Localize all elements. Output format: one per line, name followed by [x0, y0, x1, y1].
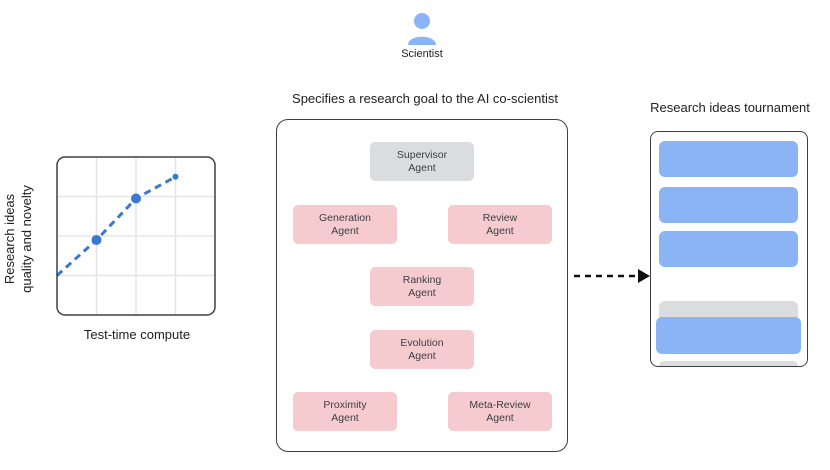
meta-review-agent[interactable]: Meta-Review Agent	[448, 392, 552, 431]
idea-card-moving[interactable]	[656, 317, 801, 354]
proximity-agent[interactable]: Proximity Agent	[293, 392, 397, 431]
co-scientist-system-box: Supervisor Agent Generation Agent Review…	[276, 119, 568, 452]
research-goal-title: Specifies a research goal to the AI co-s…	[292, 91, 558, 106]
scientist-label: Scientist	[401, 48, 443, 60]
idea-card[interactable]	[659, 187, 798, 223]
tournament-title: Research ideas tournament	[650, 100, 810, 115]
agent-suffix: Agent	[486, 224, 514, 237]
chart-data-point	[91, 234, 102, 245]
chart-y-axis-label-line1: Research ideas	[2, 193, 17, 285]
ranking-agent[interactable]: Ranking Agent	[370, 267, 474, 306]
idea-card[interactable]	[659, 231, 798, 267]
chart-line-endpoint	[172, 173, 179, 180]
tournament-box	[650, 131, 808, 367]
agent-suffix: Agent	[331, 411, 359, 424]
idea-card[interactable]	[659, 141, 798, 177]
agent-suffix: Agent	[486, 411, 514, 424]
agent-suffix: Agent	[408, 161, 436, 174]
dashed-arrow-icon	[574, 269, 650, 283]
agent-name: Review	[482, 211, 518, 224]
chart-y-axis-label: Research ideas quality and novelty	[1, 159, 35, 319]
agent-name: Meta-Review	[469, 398, 531, 411]
chart-x-axis-label: Test-time compute	[83, 327, 191, 342]
agent-suffix: Agent	[408, 349, 436, 362]
idea-card-shadow	[659, 361, 798, 366]
agent-suffix: Agent	[331, 224, 359, 237]
chart-series-line	[55, 175, 177, 277]
agent-suffix: Agent	[408, 286, 436, 299]
scientist-person-icon	[408, 13, 436, 45]
agent-name: Supervisor	[396, 148, 448, 161]
chart-frame	[56, 156, 216, 316]
chart-y-axis-label-line2: quality and novelty	[19, 185, 34, 293]
agent-name: Ranking	[402, 273, 442, 286]
generation-agent[interactable]: Generation Agent	[293, 205, 397, 244]
agent-name: Evolution	[400, 336, 444, 349]
chart-data-point	[131, 193, 141, 204]
evolution-agent[interactable]: Evolution Agent	[370, 330, 474, 369]
agent-name: Generation	[319, 211, 371, 224]
scaling-chart	[55, 156, 216, 316]
supervisor-agent[interactable]: Supervisor Agent	[370, 142, 474, 181]
review-agent[interactable]: Review Agent	[448, 205, 552, 244]
agent-name: Proximity	[323, 398, 367, 411]
